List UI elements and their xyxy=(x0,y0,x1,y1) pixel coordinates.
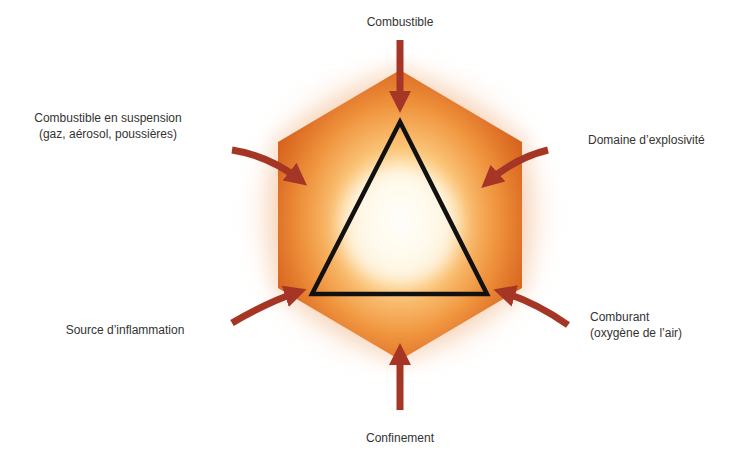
factor-label: Source d’inflammation xyxy=(40,322,210,338)
hexagon xyxy=(278,70,522,360)
factor-label: Confinement xyxy=(330,430,470,446)
factor-label: Domaine d’explosivité xyxy=(588,132,748,148)
arrow xyxy=(502,292,568,325)
factor-label: Combustible en suspension (gaz, aérosol,… xyxy=(24,110,192,142)
fire-triangle xyxy=(312,122,487,294)
arrow xyxy=(397,352,404,410)
arrow xyxy=(232,150,300,180)
explosion-glow xyxy=(242,57,558,373)
explosion-core xyxy=(340,165,460,285)
arrows xyxy=(232,40,568,410)
factor-label: Comburant (oxygène de l’air) xyxy=(590,309,698,341)
arrow xyxy=(397,40,404,104)
hexagon-glow xyxy=(278,70,522,360)
factor-label: Combustible xyxy=(330,14,470,30)
arrow xyxy=(488,150,548,182)
arrow xyxy=(232,292,298,323)
